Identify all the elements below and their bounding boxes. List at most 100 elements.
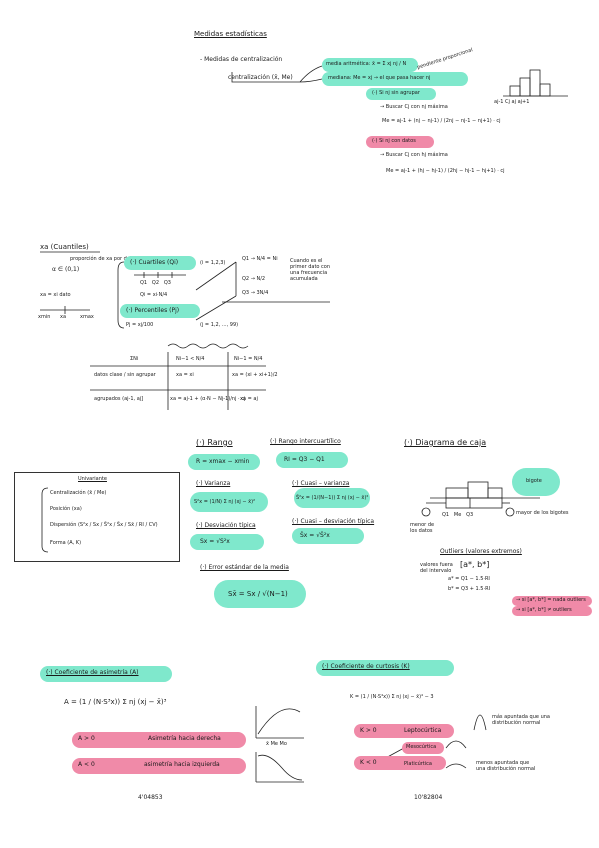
- highlight-ri: [276, 452, 348, 468]
- highlight-caso2: [366, 136, 434, 148]
- histogram-bar: [519, 77, 531, 97]
- table-row2-c3: xa = aj: [240, 396, 258, 402]
- quartile-labels: Q1 Q2 Q3: [140, 280, 171, 286]
- table-row1-label: datos clase / sin agrupar: [94, 372, 156, 378]
- boxplot-labels: Q1 Me Q3: [442, 512, 474, 518]
- note-outliers-2: → si [a*, b*] ≠ outliers: [516, 607, 572, 613]
- chart-labels: x̄ Me Mo: [266, 741, 287, 747]
- label-percentiles: (·) Percentiles (Pj): [126, 307, 180, 314]
- highlight-cuartiles: [124, 256, 196, 270]
- highlight-k-zero: [402, 742, 444, 754]
- label-a-pos: A > 0: [78, 735, 95, 742]
- lepto-curve: [473, 714, 487, 731]
- title-boxplot: (·) Diagrama de caja: [404, 438, 487, 447]
- formula-b-star: b* = Q3 + 1.5·RI: [448, 586, 491, 592]
- meso-curve: [445, 740, 467, 749]
- univariante-title: Univariante: [78, 476, 107, 482]
- formula-cuasi-desv: S̃x = √S̃²x: [300, 532, 330, 539]
- title-curt: (·) Coeficiente de curtosis (K): [322, 663, 410, 670]
- chart1-curve: [257, 708, 301, 735]
- table-row1-c2: xa = xi: [176, 372, 194, 378]
- label-a-pos-t: Asimetría hacia derecha: [148, 735, 221, 742]
- label-a-neg-t: asimetría hacia izquierda: [144, 761, 220, 768]
- highlight-error: [214, 580, 306, 608]
- label-min: menor de los datos: [410, 522, 435, 534]
- label-caso1: (·) Si nj sin agrupar: [372, 90, 420, 96]
- chart2-curve: [257, 754, 303, 781]
- label-k-pos: K > 0: [360, 727, 377, 734]
- label-centralizacion-heading: - Medidas de centralización: [200, 56, 283, 63]
- boxplot-box: [445, 497, 503, 509]
- note-alpha: proporción de xa por debajo: [70, 256, 141, 262]
- title-ri: (·) Rango intercuartílico: [270, 438, 341, 445]
- highlight-desv: [190, 534, 264, 550]
- formula-pj: Pj = xj/100: [126, 322, 154, 328]
- formula-moda-agrupar: Me = aj-1 + (nj − nj-1) / (2nj − nj-1 − …: [382, 118, 501, 124]
- highlight-note1: [512, 596, 592, 606]
- note-plati: menos apuntada que una distribución norm…: [476, 760, 536, 772]
- histogram-labels: aj-1 Cj aj aj+1: [494, 99, 530, 105]
- table-header-2: Ni−1 < N/4: [176, 356, 205, 362]
- title-asim: (·) Coeficiente de asimetría (A): [46, 669, 139, 676]
- label-max: mayor de los bigotes: [516, 510, 569, 516]
- title-medidas: Medidas estadísticas: [194, 30, 267, 38]
- formula-rango: R = xmax − xmin: [196, 458, 250, 465]
- min-point: [421, 507, 431, 517]
- table-row1-c3: xa = (xi + xi+1)/2: [232, 372, 278, 378]
- label-alpha: α ∈ (0,1): [52, 266, 80, 273]
- footer-left-number: 4'04853: [138, 794, 163, 801]
- formula-cuasi: S̃²x = (1/(N−1)) Σ nj (xj − x̄)²: [296, 495, 369, 501]
- label-outliers-sub: valores fuera del intervalo: [420, 562, 453, 574]
- label-cuartiles-range: (i = 1,2,3): [200, 260, 226, 266]
- label-caso2: (·) Si nj con datos: [372, 138, 416, 144]
- formula-mediana: mediana: Me = xj → el que pasa hacer nj: [328, 75, 431, 81]
- rule-q2: Q2 → N/2: [242, 276, 266, 282]
- title-cuantiles: xa (Cuantiles): [40, 243, 89, 251]
- wavy-divider: [167, 343, 249, 349]
- title-outliers: Outliers (valores extremos): [440, 548, 522, 555]
- note-cuantiles: Cuando es el primer dato con una frecuen…: [290, 258, 331, 282]
- note-outliers-1: → si [a*, b*] = nada outliers: [516, 597, 586, 603]
- univariante-item: Dispersión (S²x / Sx / S̃²x / S̃x / Sx̄ …: [50, 522, 158, 528]
- highlight-varianza: [190, 492, 268, 512]
- bracket-centralizacion: [231, 72, 300, 83]
- rule-q1: Q1 → N/4 = Ni: [242, 256, 278, 262]
- highlight-k-pos: [354, 724, 454, 738]
- box-bar: [487, 487, 503, 499]
- highlight-media: [322, 58, 418, 72]
- label-caso2-sub: → Buscar Cj con hj máxima: [380, 152, 448, 158]
- univariante-box: [14, 472, 180, 562]
- formula-desv: Sx = √S²x: [200, 538, 230, 545]
- histogram-bar: [529, 69, 541, 97]
- title-rango: (·) Rango: [196, 438, 233, 447]
- formula-media: media aritmética: x̄ = Σ xj nj / N: [326, 61, 407, 67]
- box-bar: [445, 487, 469, 499]
- label-caso1-sub: → Buscar Cj con nj máxima: [380, 104, 448, 110]
- highlight-a-pos: [72, 732, 246, 748]
- label-k-pos-t: Leptocúrtica: [404, 727, 442, 734]
- table-row2-label: agrupados (aj-1, aj]: [94, 396, 144, 402]
- label-interval: [a*, b*]: [460, 560, 490, 569]
- highlight-mediana: [322, 72, 468, 86]
- title-cuasi-desv: (·) Cuasi – desviación típica: [292, 518, 375, 525]
- univariante-item: Forma (A, K): [50, 540, 82, 546]
- branch-arrow-mediana: [299, 78, 323, 83]
- title-cuasi: (·) Cuasi – varianza: [292, 480, 350, 487]
- label-xa: xa: [60, 314, 67, 320]
- formula-curt: K = (1 / (N·S⁴x)) Σ nj (xj − x̄)⁴ − 3: [350, 694, 434, 700]
- highlight-k-neg: [354, 756, 446, 770]
- footer-right-number: 10'82804: [414, 794, 443, 801]
- label-xmax: xmax: [80, 314, 94, 320]
- highlight-rango: [188, 454, 260, 470]
- table-row2-c2: xa = aj-1 + (α·N − Nj-1)/nj · cj: [170, 396, 246, 402]
- bracket-cuantiles: [117, 261, 125, 329]
- diag-arrow-upper: [195, 261, 237, 291]
- label-xa-tab: xa = xi dato: [40, 292, 71, 298]
- histogram-bar: [539, 83, 551, 97]
- table-header-3: Ni−1 = N/4: [234, 356, 263, 362]
- label-a-neg: A < 0: [78, 761, 95, 768]
- highlight-caso1: [366, 88, 436, 100]
- univariante-item: Centralización (x̄ / Me): [50, 490, 107, 496]
- formula-a-star: a* = Q1 − 1.5·RI: [448, 576, 490, 582]
